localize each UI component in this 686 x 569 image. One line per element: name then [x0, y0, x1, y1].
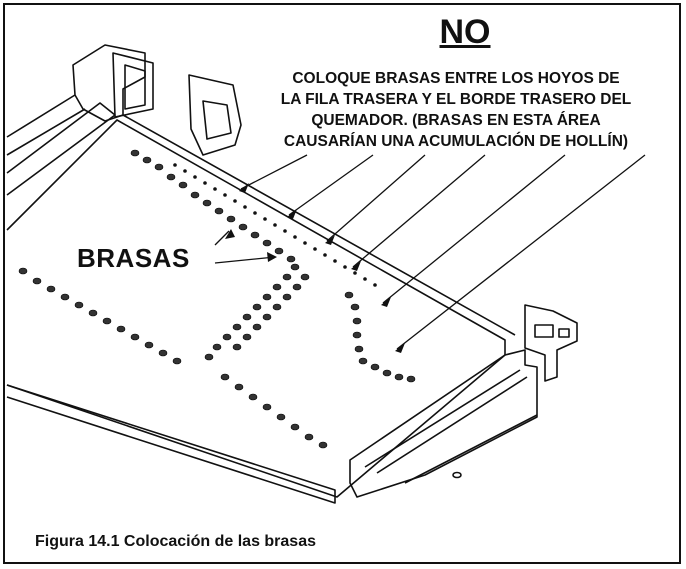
warning-note: COLOQUE BRASAS ENTRE LOS HOYOS DE LA FIL…	[241, 68, 671, 152]
right-bracket	[349, 349, 538, 498]
embers-front-row	[18, 267, 328, 449]
right-tab-slot	[534, 324, 554, 338]
tray-front-lip	[6, 384, 336, 504]
embers-callout-label: BRASAS	[77, 243, 190, 273]
warning-line: QUEMADOR. (BRASAS EN ESTA ÁREA	[311, 112, 601, 129]
embers-back-row	[130, 149, 296, 263]
top-line	[122, 114, 516, 336]
right-tab-hole	[558, 328, 570, 338]
burner-tray	[6, 119, 506, 498]
upright-panel	[188, 74, 242, 156]
right-tab	[524, 304, 578, 382]
warning-title: NO	[439, 13, 491, 51]
burner-illustration	[6, 44, 646, 504]
warning-line: CAUSARÍAN UNA ACUMULACIÓN DE HOLLÍN)	[283, 133, 629, 150]
left-bracket-panel	[112, 52, 154, 118]
arrowheads	[225, 183, 405, 353]
tray-side-edge	[6, 102, 116, 196]
embers-diagonal	[204, 263, 310, 361]
leader-lines	[214, 154, 646, 350]
embers-right-l	[344, 291, 416, 383]
back-row-holes	[173, 163, 377, 287]
warning-line: LA FILA TRASERA Y EL BORDE TRASERO DEL	[280, 91, 632, 108]
figure-caption: Figura 14.1 Colocación de las brasas	[35, 533, 316, 550]
left-bracket	[72, 44, 146, 122]
figure-frame: NO COLOQUE BRASAS ENTRE LOS HOYOS DE LA …	[3, 3, 681, 564]
warning-line: COLOQUE BRASAS ENTRE LOS HOYOS DE	[292, 70, 620, 87]
